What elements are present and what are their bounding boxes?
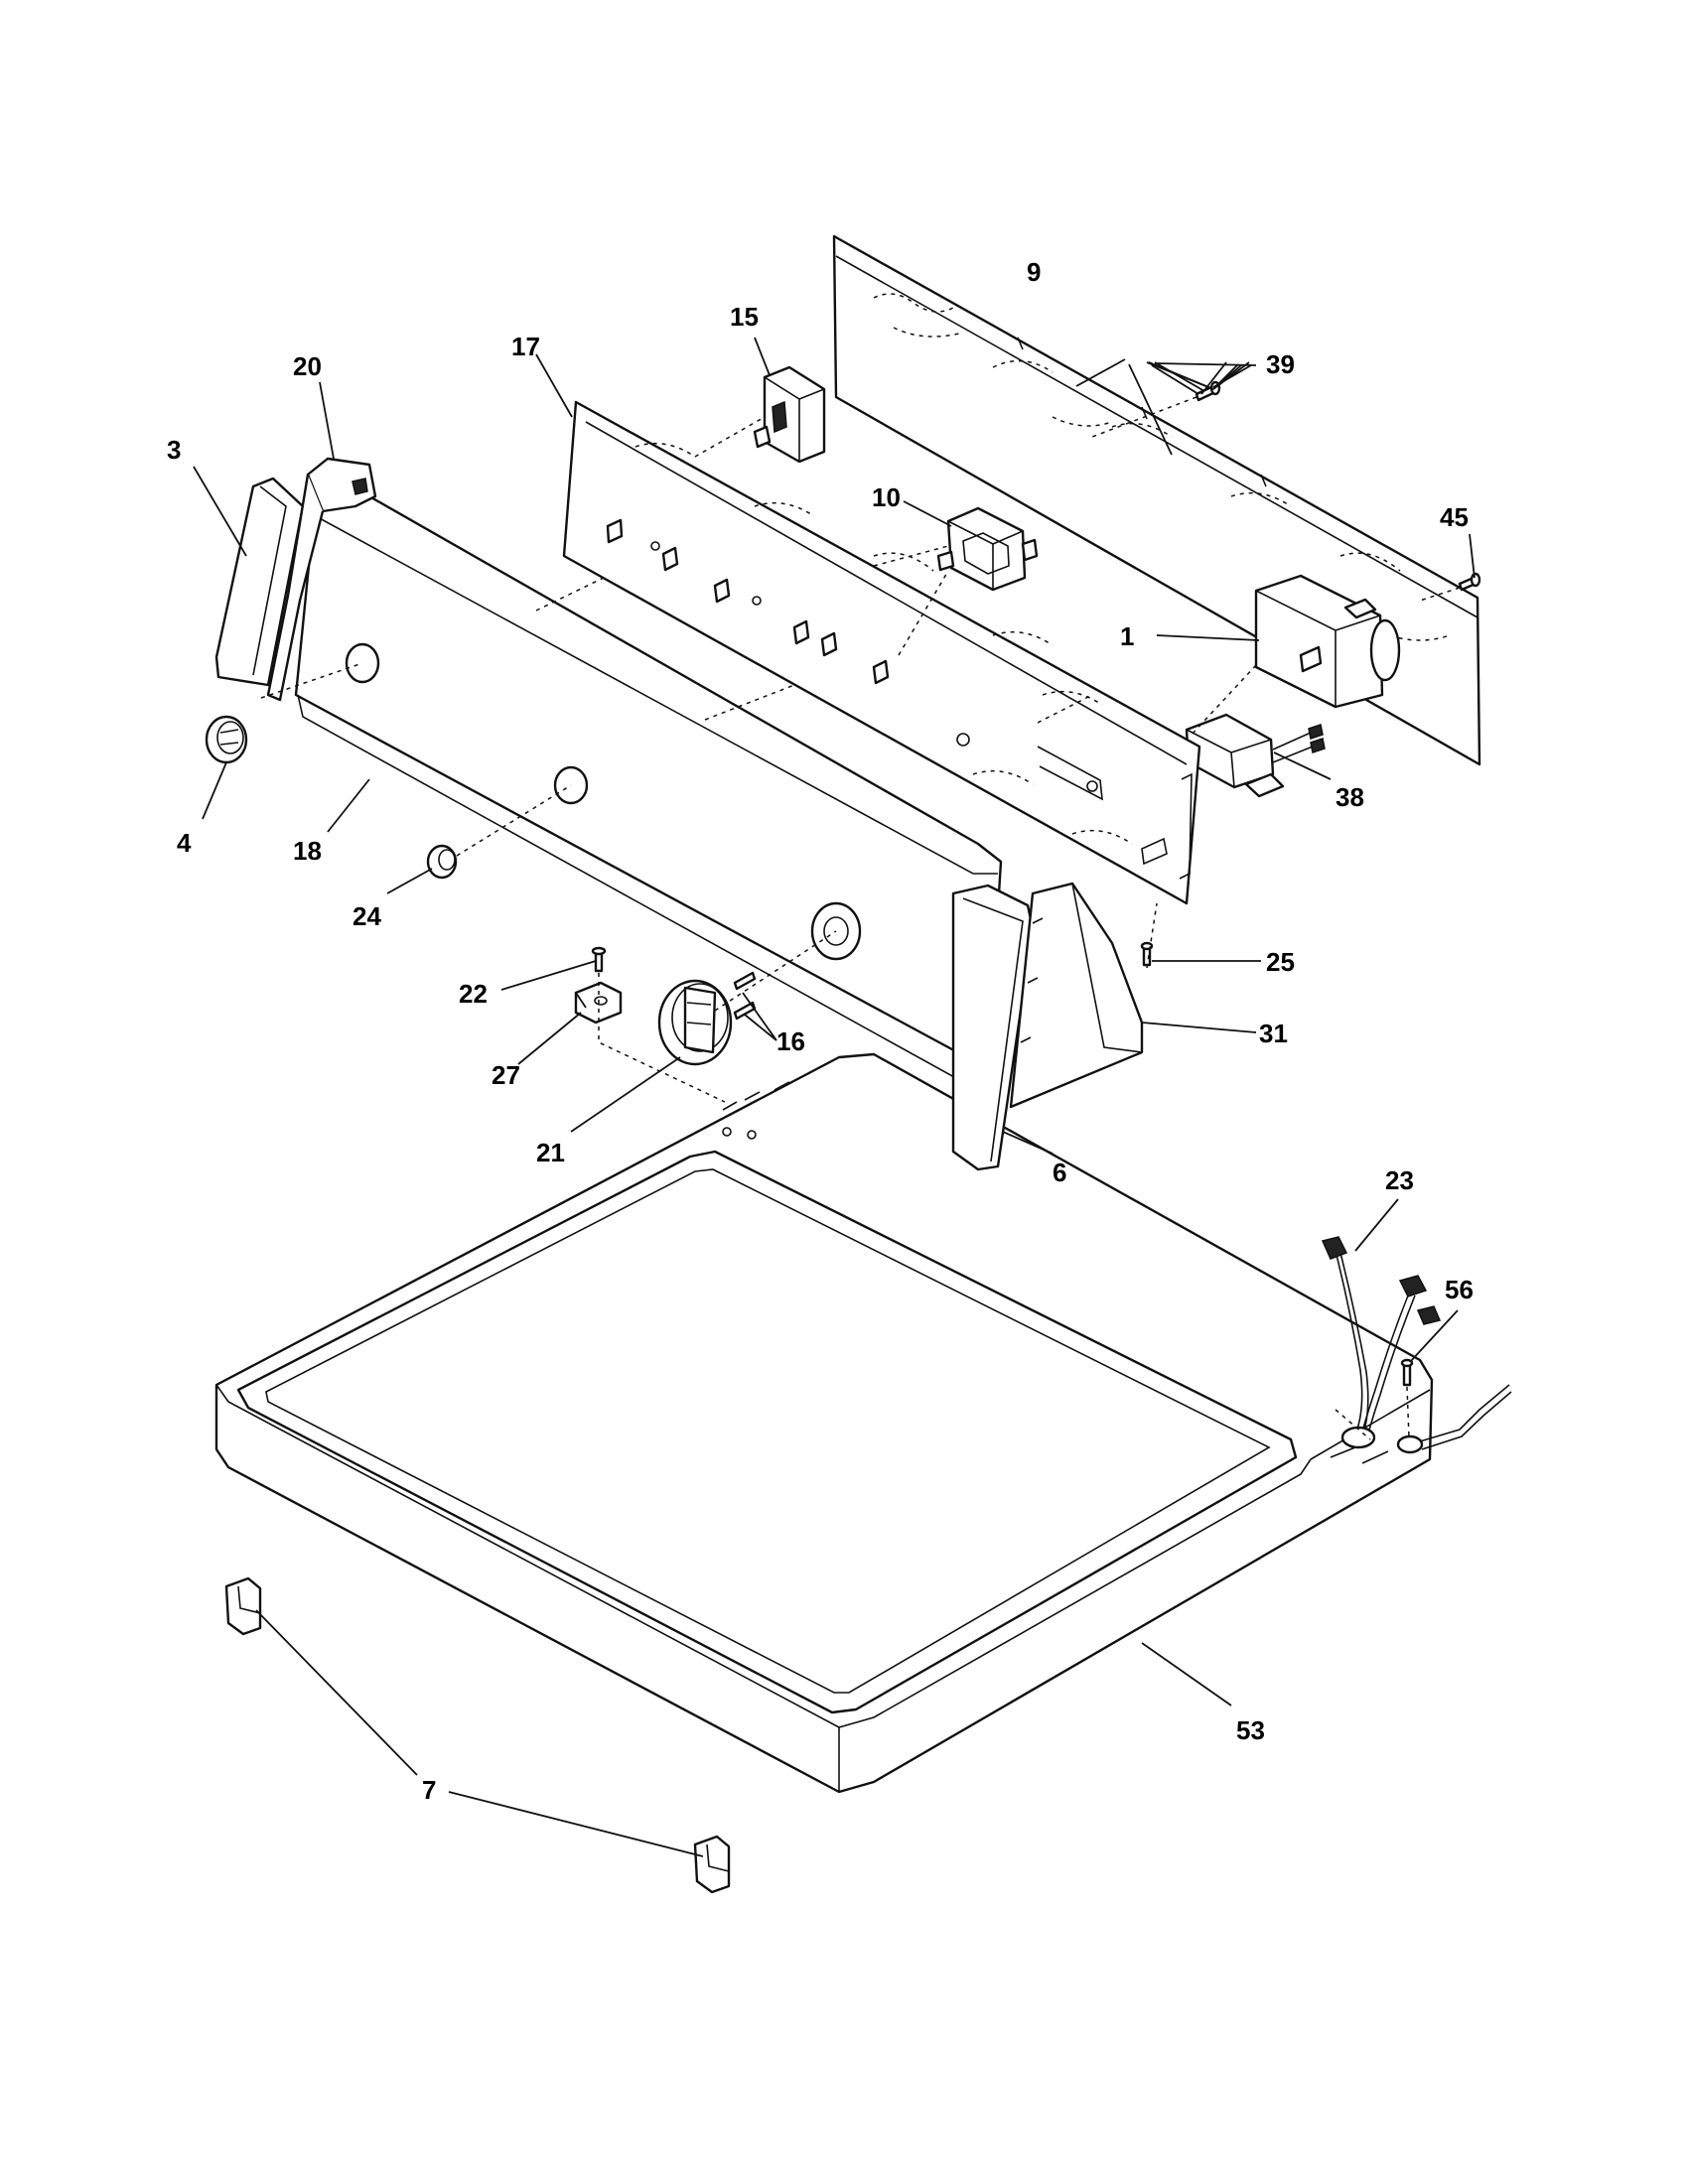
leader-lines <box>193 337 1476 579</box>
assembly-lines <box>260 396 1461 1440</box>
timer-part-1[interactable] <box>1254 574 1401 709</box>
callout-21: 21 <box>536 1138 565 1167</box>
callout-23: 23 <box>1385 1165 1414 1195</box>
bushing-part-24[interactable] <box>426 844 458 880</box>
callout-31: 31 <box>1259 1019 1288 1048</box>
callout-10: 10 <box>872 482 901 512</box>
callout-24: 24 <box>352 901 381 931</box>
control-console-part-17[interactable] <box>562 400 1201 905</box>
callout-25: 25 <box>1266 947 1295 977</box>
left-bracket-part-20[interactable] <box>266 457 377 702</box>
right-end-cap-part-6[interactable] <box>951 884 1035 1171</box>
callout-18: 18 <box>293 836 322 866</box>
hinge-part-7-left[interactable] <box>224 1576 262 1636</box>
callout-3: 3 <box>167 435 181 465</box>
callout-6: 6 <box>1053 1158 1066 1187</box>
switch-part-15[interactable] <box>753 365 826 464</box>
ground-wire <box>1396 1384 1512 1454</box>
knob-part-4[interactable] <box>205 715 248 764</box>
callout-17: 17 <box>511 332 540 361</box>
callout-16: 16 <box>776 1026 805 1056</box>
callout-4: 4 <box>177 828 192 858</box>
right-bracket-part-31[interactable] <box>1009 882 1144 1109</box>
screw-part-22[interactable] <box>591 946 607 973</box>
left-end-cap-part-3[interactable] <box>214 477 305 687</box>
hinge-part-7-right[interactable] <box>693 1835 731 1894</box>
callout-22: 22 <box>459 979 488 1009</box>
wire-harness-part-23[interactable] <box>1321 1236 1442 1449</box>
callout-56: 56 <box>1445 1275 1474 1304</box>
callout-45: 45 <box>1440 502 1469 532</box>
switch-part-10[interactable] <box>936 506 1039 592</box>
knob-part-21[interactable] <box>657 979 733 1066</box>
callout-27: 27 <box>492 1060 520 1090</box>
top-lid-part-53[interactable] <box>214 1052 1434 1794</box>
callout-9: 9 <box>1027 257 1041 287</box>
screw-part-56[interactable] <box>1400 1358 1414 1387</box>
callout-1: 1 <box>1120 621 1134 651</box>
leader-lines-callouts <box>202 361 1459 1857</box>
callout-15: 15 <box>730 302 759 332</box>
callout-labels: 9 39 15 17 20 3 10 45 1 38 4 18 24 25 22… <box>167 257 1474 1805</box>
switch-part-38[interactable] <box>1185 713 1326 798</box>
callout-20: 20 <box>293 351 322 381</box>
screw-part-45[interactable] <box>1458 572 1481 592</box>
callout-53: 53 <box>1236 1715 1265 1745</box>
callout-38: 38 <box>1336 782 1364 812</box>
callout-7: 7 <box>422 1775 436 1805</box>
callout-39: 39 <box>1266 349 1295 379</box>
